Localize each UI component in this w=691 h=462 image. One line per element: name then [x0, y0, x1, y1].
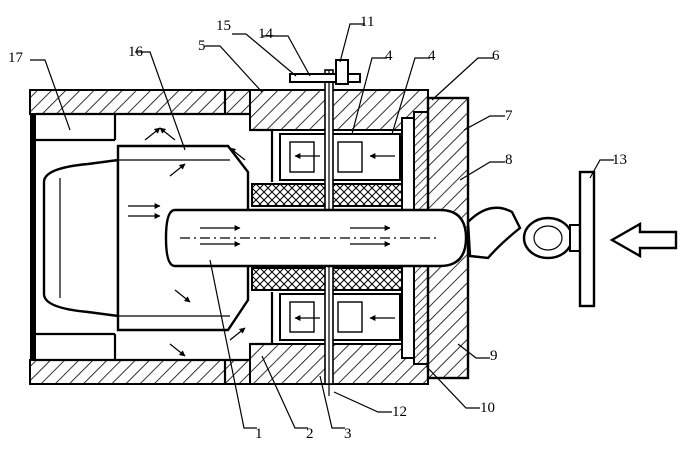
label-4-right: 4: [428, 48, 436, 64]
label-17: 17: [8, 50, 24, 66]
label-8: 8: [505, 152, 513, 168]
label-5: 5: [198, 38, 206, 54]
label-16: 16: [128, 44, 144, 60]
label-9: 9: [490, 348, 498, 364]
label-3: 3: [344, 426, 352, 442]
label-11: 11: [360, 14, 374, 30]
leader-lines: [30, 23, 614, 429]
label-15: 15: [216, 18, 231, 34]
outer-housing: [29, 89, 251, 385]
handwheel: [578, 170, 596, 308]
label-14: 14: [258, 26, 274, 42]
label-1: 1: [255, 426, 263, 442]
shaft: [164, 208, 468, 268]
label-13: 13: [612, 152, 627, 168]
label-7: 7: [505, 108, 513, 124]
label-6: 6: [492, 48, 500, 64]
flow-arrows: [128, 127, 395, 357]
part-labels: 17 16 5 15 14 11 4 4 6 7 8 13 9 10 12 3 …: [8, 14, 627, 442]
label-12: 12: [392, 404, 407, 420]
label-4-left: 4: [385, 48, 393, 64]
input-arrow: [609, 221, 678, 259]
universal-joint: [466, 206, 589, 260]
label-10: 10: [480, 400, 495, 416]
label-2: 2: [306, 426, 314, 442]
conical-cap: [42, 158, 120, 318]
